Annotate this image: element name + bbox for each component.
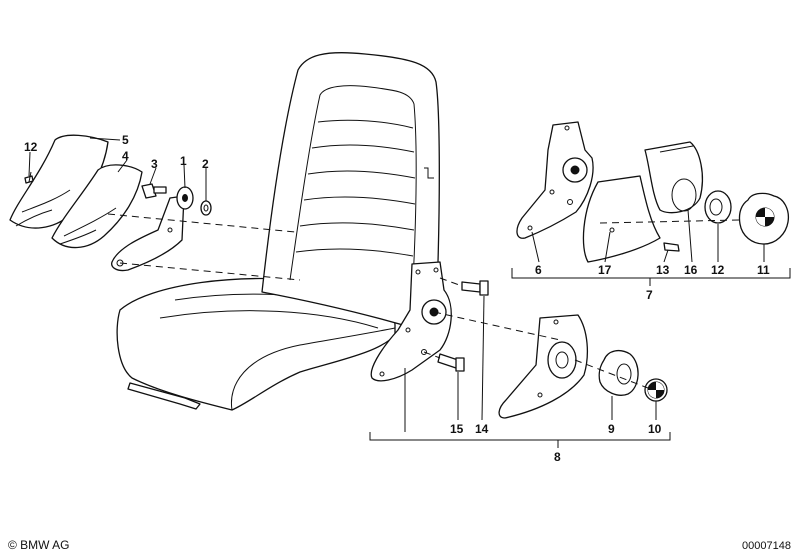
plate-17 [582, 175, 661, 263]
callout-12-left: 12 [24, 140, 38, 154]
diagram-id-label: 00007148 [742, 540, 791, 552]
plate-8 [498, 314, 589, 419]
callout-13: 13 [656, 263, 670, 277]
callout-8: 8 [554, 450, 561, 464]
leader-lines [28, 137, 765, 432]
callout-17: 17 [598, 263, 612, 277]
cover-4 [51, 164, 143, 249]
bolt-15 [437, 353, 459, 369]
cap-9 [598, 349, 639, 396]
callout-11: 11 [757, 263, 770, 277]
backrest-release-lever [424, 167, 434, 179]
hinge-plate-seat [370, 261, 452, 382]
callout-10: 10 [648, 422, 662, 436]
left-parts-group [9, 134, 301, 281]
cover-5 [9, 134, 109, 229]
upper-right-parts-group [511, 121, 791, 286]
copyright-label: © BMW AG [8, 538, 70, 552]
washer-2 [200, 200, 212, 216]
callout-7: 7 [646, 288, 653, 302]
bolt-3 [141, 183, 157, 199]
callout-5: 5 [122, 133, 129, 147]
callouts: 12 5 4 3 1 2 6 17 13 16 12 11 7 15 14 9 … [24, 133, 770, 464]
callout-2: 2 [202, 157, 209, 171]
callout-4: 4 [122, 149, 129, 163]
callout-3: 3 [151, 157, 158, 171]
callout-16: 16 [684, 263, 698, 277]
callout-1: 1 [180, 154, 187, 168]
callout-6: 6 [535, 263, 542, 277]
callout-12-right: 12 [711, 263, 725, 277]
hinge-bracket [111, 195, 185, 272]
seat-drawing [116, 52, 440, 411]
screw-13 [663, 242, 680, 252]
callout-15: 15 [450, 422, 464, 436]
nut-12-right [704, 190, 732, 224]
hinge-6 [516, 121, 594, 239]
callout-9: 9 [608, 422, 615, 436]
bolt-14 [461, 281, 481, 293]
callout-14: 14 [475, 422, 489, 436]
lower-right-parts-group [369, 261, 671, 448]
